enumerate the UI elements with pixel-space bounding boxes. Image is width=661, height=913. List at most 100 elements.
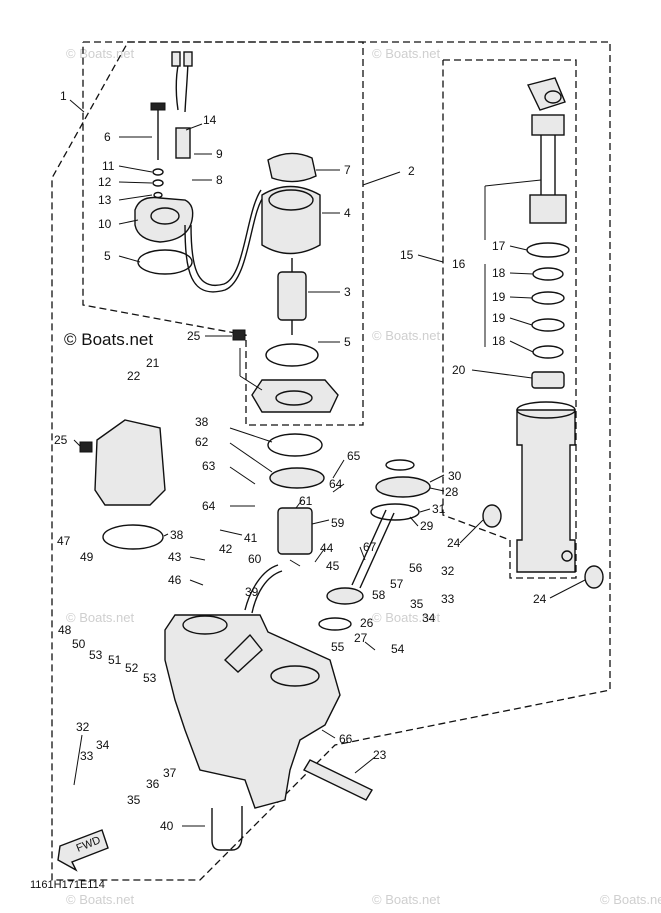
motor-group [134,51,339,413]
part-number: 52 [125,661,139,675]
shaft-23 [303,759,373,801]
part-number: 34 [422,611,436,625]
tube-39 [244,564,279,611]
leader [409,516,419,527]
watermark: © Boats.net [600,892,661,907]
part-number: 49 [80,550,94,564]
leader [229,427,273,443]
rod-67 [351,509,387,586]
o-ring-5 [137,249,193,275]
grommet [175,127,191,159]
leader [471,369,533,379]
leader [219,529,243,536]
part-number: 55 [331,640,345,654]
part-number: 47 [57,534,71,548]
part-number: 21 [146,356,160,370]
outline-assembly-1 [51,41,611,881]
part-number: 15 [400,248,414,262]
leader [509,272,534,275]
leader [311,519,330,525]
part-number: 33 [80,749,94,763]
part-number: 64 [329,477,343,491]
leader [73,439,81,447]
part-number: 61 [299,494,313,508]
leader [295,499,303,509]
part-number: 62 [195,435,209,449]
part-number: 5 [344,335,351,349]
part-number: 1 [60,89,67,103]
leader [459,519,484,544]
part-number: 25 [187,329,201,343]
part-number: 63 [202,459,216,473]
end-housing [251,379,339,413]
part-number: 39 [245,585,259,599]
part-number: 38 [170,528,184,542]
leader [118,219,139,225]
part-number: 33 [441,592,455,606]
part-number: 24 [533,592,547,606]
port [223,633,263,673]
watermark: © Boats.net [66,610,135,625]
part-number: 20 [452,363,466,377]
part-number: 3 [344,285,351,299]
part-number: 30 [448,469,462,483]
part-number: 27 [354,631,368,645]
part-number: 12 [98,175,112,189]
piston [529,194,567,224]
part-number: 13 [98,193,112,207]
part-number: 14 [203,113,217,127]
cylinder-pin-hole [561,550,573,562]
fwd-arrow: FWD [57,829,109,872]
cylinder-group [482,77,604,589]
part-number: 4 [344,206,351,220]
main-watermark: © Boats.net [64,330,153,349]
brush-holder-7 [267,152,317,183]
part-number: 19 [492,311,506,325]
seal-30 [385,459,415,471]
cap-28 [375,476,431,498]
leader [332,483,345,493]
part-number: 54 [391,642,405,656]
part-number: 6 [104,130,111,144]
o-ring-38b [267,433,323,457]
part-number: 42 [219,542,233,556]
leader [289,559,301,567]
o-ring-18 [532,267,564,281]
leader [73,734,83,786]
motor-cable-inner [190,189,262,287]
leader [118,255,141,263]
reservoir [94,419,166,506]
leader [189,579,204,586]
gear-62 [269,467,325,489]
part-number: 41 [244,531,258,545]
leader [484,179,542,187]
motor-cable [184,194,266,293]
part-number: 56 [409,561,423,575]
leader [163,533,169,537]
pump-group [79,419,431,851]
leader [321,729,336,739]
bolt-head [150,102,166,111]
leader [185,123,203,131]
part-labels: 1 2 3 4 5 5 6 7 8 9 10 11 12 13 14 15 16… [54,89,547,833]
bore-1 [182,615,228,635]
main-body [164,614,341,809]
leader [314,547,326,563]
rod-eye [544,90,562,104]
part-number: 16 [452,257,466,271]
part-number: 40 [160,819,174,833]
watermark: © Boats.net [66,892,135,907]
fwd-arrow-shape [57,829,109,872]
leader [118,165,153,173]
part-number: 51 [108,653,122,667]
part-number: 57 [390,577,404,591]
leader [549,579,586,599]
part-number: 58 [372,588,386,602]
part-number: 10 [98,217,112,231]
tilt-cylinder [516,409,576,573]
armature-3 [277,271,307,321]
seal-19b [531,318,565,332]
part-number: 43 [168,550,182,564]
part-number: 28 [445,485,459,499]
valve-59 [277,507,313,555]
